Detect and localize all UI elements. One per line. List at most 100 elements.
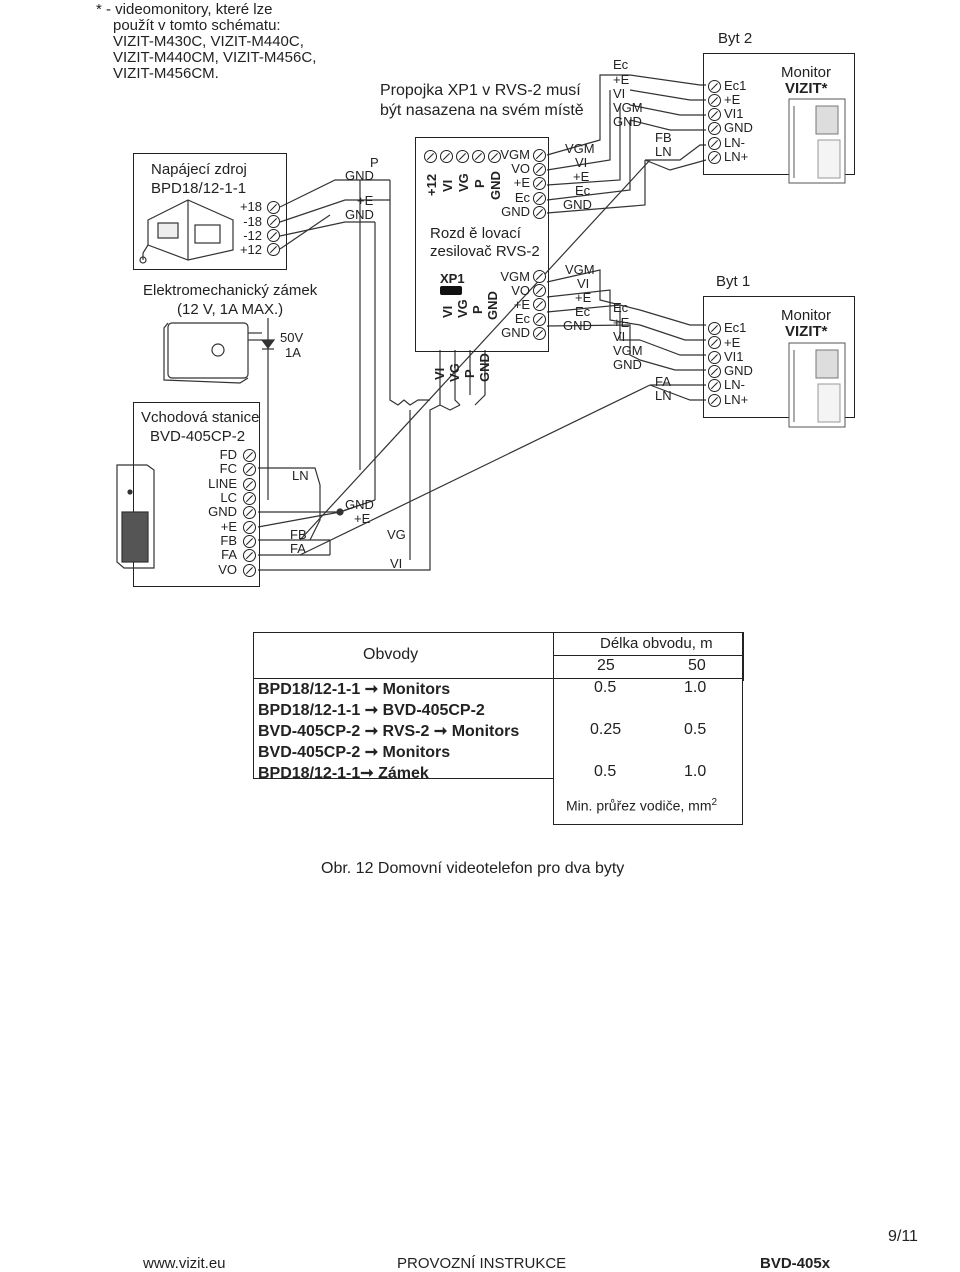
table-row-1-label: BPD18/12-1-1 ➞ Monitors [258,681,451,698]
table-divider [553,632,554,825]
byt1-box [703,296,855,418]
screw-terminal-icon [708,137,721,150]
screw-terminal-icon [533,270,546,283]
rvs-bottom-vert-3: P [470,305,485,314]
wire-label-e: +E [357,193,374,208]
byt1-title: Byt 1 [716,273,751,290]
page-number: 9/11 [888,1228,918,1245]
screw-terminal-icon [267,201,280,214]
table-row-1-v25: 0.5 [594,679,617,696]
rvs-top-vert-4: P [472,179,487,188]
byt2-term-1: Ec1 [724,78,747,93]
station-model: BVD-405CP-2 [150,428,246,445]
footer-url[interactable]: www.vizit.eu [143,1255,226,1272]
table-row-5-v25: 0.5 [594,763,617,780]
byt1-ln: LN [655,388,672,403]
rvs-title: Rozd ě lovací [430,225,521,242]
lock-illustration [163,322,262,384]
wire-label-vg: VG [387,527,406,542]
note-line-4: VIZIT-M440CM, VIZIT-M456C, [113,49,317,66]
wire-label-p: P [370,155,379,170]
table-header-frame [253,632,744,681]
screw-terminal-icon [708,94,721,107]
byt2-fb: FB [655,130,672,145]
byt1-fa: FA [655,374,671,389]
rvs-top-right-4: Ec [514,190,530,205]
rvs-bottom-vert-2: VG [455,299,470,318]
rvs-bot-right-1: VGM [500,269,530,284]
station-illustration [116,464,155,569]
byt2-term-6: LN+ [724,149,749,164]
wire-label-station-gnd: GND [345,497,374,512]
screw-terminal-icon [708,394,721,407]
table-row-3-v25: 0.25 [590,721,622,738]
footer-center: PROVOZNÍ INSTRUKCE [397,1255,567,1272]
rvs-top-vert-3: VG [456,173,471,192]
wire-label-ln: LN [292,468,309,483]
table-row-4-label: BVD-405CP-2 ➞ Monitors [258,744,451,761]
psu-term-label-3: -12 [243,228,262,243]
screw-terminal-icon [472,150,485,163]
screw-terminal-icon [267,243,280,256]
byt1-term-6: LN+ [724,392,749,407]
table-row-5-label: BPD18/12-1-1➞ Zámek [258,765,429,782]
byt1-term-2: +E [724,335,741,350]
rvs-bottom-vert-1: VI [440,305,455,318]
rvs-top-vert-2: VI [440,179,455,192]
table-divider [253,678,254,779]
wiring-lines [257,74,707,571]
psu-title: Napájecí zdroj [151,161,247,178]
screw-terminal-icon [533,298,546,311]
footer-right: BVD-405x [760,1255,831,1272]
byt2-box [703,53,855,175]
station-term-label-6: +E [220,519,237,534]
byt2-in-2: +E [613,72,630,87]
psu-term-label-4: +12 [239,242,262,257]
rvs-out-bot-1: VGM [565,262,595,277]
table-row-3-label: BVD-405CP-2 ➞ RVS-2 ➞ Monitors [258,723,520,740]
byt2-in-3: VI [613,86,626,101]
station-term-label-5: GND [208,504,237,519]
table-col-25: 25 [597,657,615,674]
rvs-top-vert-1: +12 [424,173,439,196]
screw-terminal-icon [533,284,546,297]
byt1-in-1: Ec [613,300,629,315]
screw-terminal-icon [708,80,721,93]
screw-terminal-icon [533,206,546,219]
table-col-50: 50 [688,657,706,674]
monitor-icon [788,342,846,428]
psu-term-label-2: -18 [243,214,262,229]
byt2-ln: LN [655,144,672,159]
lock-title: Elektromechanický zámek [143,282,318,299]
screw-terminal-icon [243,478,256,491]
wire-label-station-e: +E [354,511,371,526]
screw-terminal-icon [456,150,469,163]
station-box [133,402,260,587]
screw-terminal-icon [708,379,721,392]
rvs-bot-right-3: +E [513,297,530,312]
byt1-term-5: LN- [724,377,745,392]
xp1-label: XP1 [440,271,465,286]
byt2-monitor-model: VIZIT* [785,80,828,97]
byt1-monitor-label: Monitor [781,307,832,324]
screw-terminal-icon [533,192,546,205]
byt1-in-4: VGM [613,343,643,358]
byt1-in-5: GND [613,357,642,372]
byt2-in-5: GND [613,114,642,129]
screw-terminal-icon [267,229,280,242]
table-row-5-v50: 1.0 [684,763,707,780]
station-term-label-1: FD [219,447,237,462]
wire-label-vi: VI [390,556,403,571]
screw-terminal-icon [533,177,546,190]
screw-terminal-icon [243,549,256,562]
station-term-label-2: FC [219,461,237,476]
rvs-ext-vi: VI [432,367,447,380]
screw-terminal-icon [708,122,721,135]
psu-box [133,153,287,270]
table-row-2-label: BPD18/12-1-1 ➞ BVD-405CP-2 [258,702,485,719]
diode-current: 1A [285,345,301,360]
rvs-out-top-5: GND [563,197,592,212]
rvs-out-top-1: VGM [565,141,595,156]
rvs-out-bot-2: VI [577,276,590,291]
byt2-in-1: Ec [613,57,629,72]
